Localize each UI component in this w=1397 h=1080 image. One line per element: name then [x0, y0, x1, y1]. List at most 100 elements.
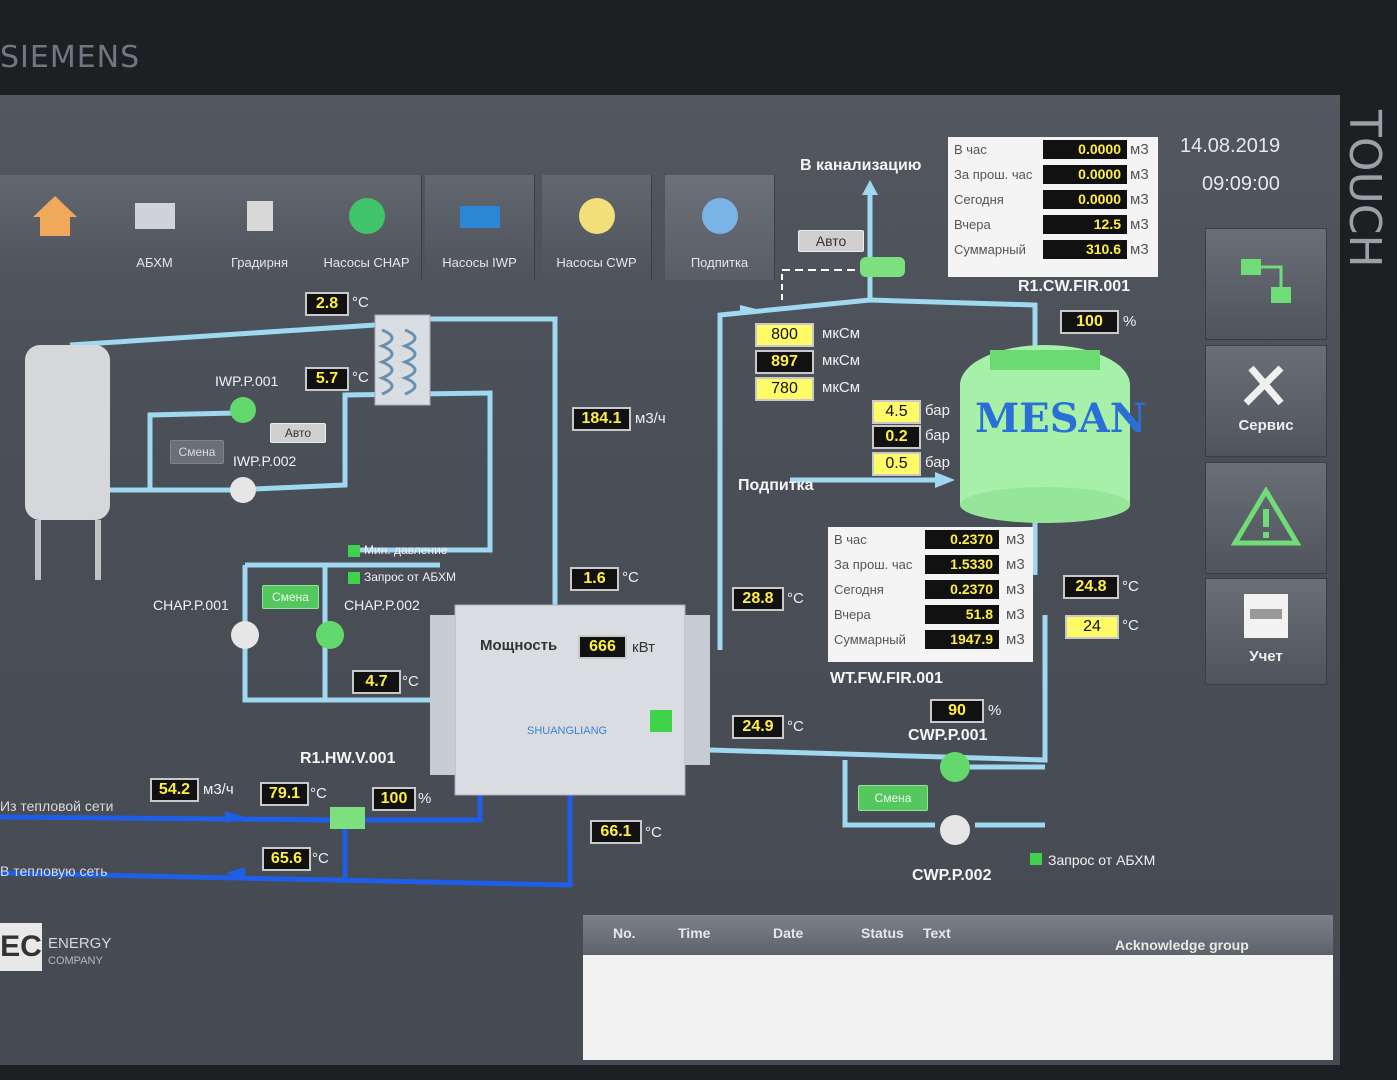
pump-icon	[460, 206, 500, 228]
conductivity-1: 800	[755, 323, 814, 347]
unit-label: мкСм	[822, 379, 861, 396]
nav-home[interactable]	[0, 175, 110, 280]
accounting-icon	[1244, 594, 1288, 638]
unit-label: °C	[352, 369, 369, 386]
unit-label: мкСм	[822, 352, 861, 369]
column-header: Time	[678, 925, 711, 941]
pipe-diagram	[0, 180, 1130, 888]
pump-iwp-2	[230, 477, 256, 503]
nav-pumps-chap[interactable]: Насосы CHAP	[312, 175, 422, 280]
conductivity-3: 780	[755, 377, 814, 401]
pressure-1: 4.5	[872, 400, 921, 424]
unit-label: мкСм	[822, 325, 861, 342]
pressure-2: 0.2	[872, 425, 921, 449]
unit-label: бар	[925, 454, 950, 471]
makeup-valve	[860, 257, 905, 277]
side-accounting-button[interactable]: Учет	[1205, 578, 1327, 685]
pump-iwp-1-tag: IWP.P.001	[215, 373, 279, 389]
heating-flow: 54.2	[150, 778, 199, 802]
pump-iwp-1	[230, 397, 256, 423]
touch-label: TOUCH	[1339, 110, 1390, 268]
sewer-auto-button[interactable]: Авто	[798, 230, 864, 252]
unit-label: °C	[310, 785, 327, 802]
iwp-flow: 184.1	[572, 407, 631, 431]
unit-label: °C	[787, 718, 804, 735]
unit-label: %	[418, 790, 432, 807]
network-icon	[1241, 259, 1291, 303]
pump-cwp-1-tag: CWP.P.001	[908, 727, 988, 744]
cooling-tower	[960, 385, 1130, 505]
cooling-tower-icon	[247, 201, 273, 231]
cw-in-temp: 28.8	[732, 587, 784, 611]
date-display: 14.08.2019	[1180, 135, 1281, 157]
iwp-auto-button[interactable]: Авто	[270, 423, 326, 443]
pump-cwp-1	[940, 752, 970, 782]
chiller-power-label: Мощность	[480, 637, 558, 654]
cw-out-temp: 24.9	[732, 715, 784, 739]
pump-cwp-2-tag: CWP.P.002	[912, 867, 992, 884]
side-network-button[interactable]	[1205, 228, 1327, 340]
tower-fan-speed: 100	[1060, 310, 1119, 334]
sewer-label: В канализацию	[800, 157, 922, 174]
heating-valve	[330, 807, 365, 829]
unit-label: °C	[1122, 617, 1139, 634]
hx-temp: 2.8	[305, 292, 349, 316]
chap-request-indicator	[348, 572, 360, 584]
nav-absorption-chiller[interactable]: АБХМ	[100, 175, 210, 280]
nav-cooling-tower[interactable]: Градирня	[205, 175, 315, 280]
tower-temp-setpoint[interactable]: 24	[1065, 615, 1119, 639]
alarm-table[interactable]: No. Time Date Status Text Acknowledge gr…	[583, 915, 1333, 1060]
column-header: Status	[861, 925, 904, 941]
chiller-icon	[135, 203, 175, 229]
side-service-button[interactable]: Сервис	[1205, 345, 1327, 457]
tower-out-temp: 24.8	[1063, 575, 1119, 599]
unit-label: м3/ч	[203, 781, 234, 798]
warning-icon	[1230, 486, 1302, 546]
valve-position: 100	[372, 787, 416, 811]
iwp-supply-temp: 5.7	[305, 367, 349, 391]
fan-pump-icon	[702, 198, 738, 234]
tools-icon	[1243, 365, 1284, 406]
chap-switch-button[interactable]: Смена	[262, 585, 319, 609]
unit-label: °C	[645, 824, 662, 841]
nav-pumps-cwp[interactable]: Насосы CWP	[542, 175, 652, 280]
cwp-request-indicator	[1030, 853, 1042, 865]
column-header: Date	[773, 925, 804, 941]
pump-chap-1-tag: CHAP.P.001	[153, 597, 229, 613]
sewer-arrow	[862, 180, 878, 195]
conductivity-2: 897	[755, 350, 814, 374]
unit-label: °C	[312, 850, 329, 867]
iwp-switch-button[interactable]: Смена	[170, 440, 224, 464]
chap-temp: 4.7	[352, 670, 401, 694]
pump-chap-1	[231, 621, 259, 649]
nav-makeup[interactable]: Подпитка	[665, 175, 775, 280]
makeup-meter-tag: WT.FW.FIR.001	[830, 670, 943, 687]
pump-chap-2-tag: CHAP.P.002	[344, 597, 420, 613]
tower-brand: MESAN	[975, 395, 1147, 442]
unit-label: бар	[925, 427, 950, 444]
column-header: Acknowledge group	[1115, 937, 1249, 953]
hw-out-temp: 66.1	[590, 820, 642, 844]
cwp-speed: 90	[930, 699, 984, 723]
heating-out-temp: 65.6	[262, 847, 311, 871]
min-pressure-indicator	[348, 545, 360, 557]
cwp-request-label: Запрос от АБХМ	[1048, 852, 1156, 868]
storage-tank	[25, 345, 110, 520]
nav-pumps-iwp[interactable]: Насосы IWP	[425, 175, 535, 280]
unit-label: бар	[925, 402, 950, 419]
pump-icon	[349, 198, 385, 234]
side-alarm-button[interactable]	[1205, 462, 1327, 574]
chiller	[454, 604, 686, 796]
unit-label: %	[988, 702, 1002, 719]
unit-label: °C	[622, 569, 639, 586]
cwp-switch-button[interactable]: Смена	[858, 785, 928, 811]
